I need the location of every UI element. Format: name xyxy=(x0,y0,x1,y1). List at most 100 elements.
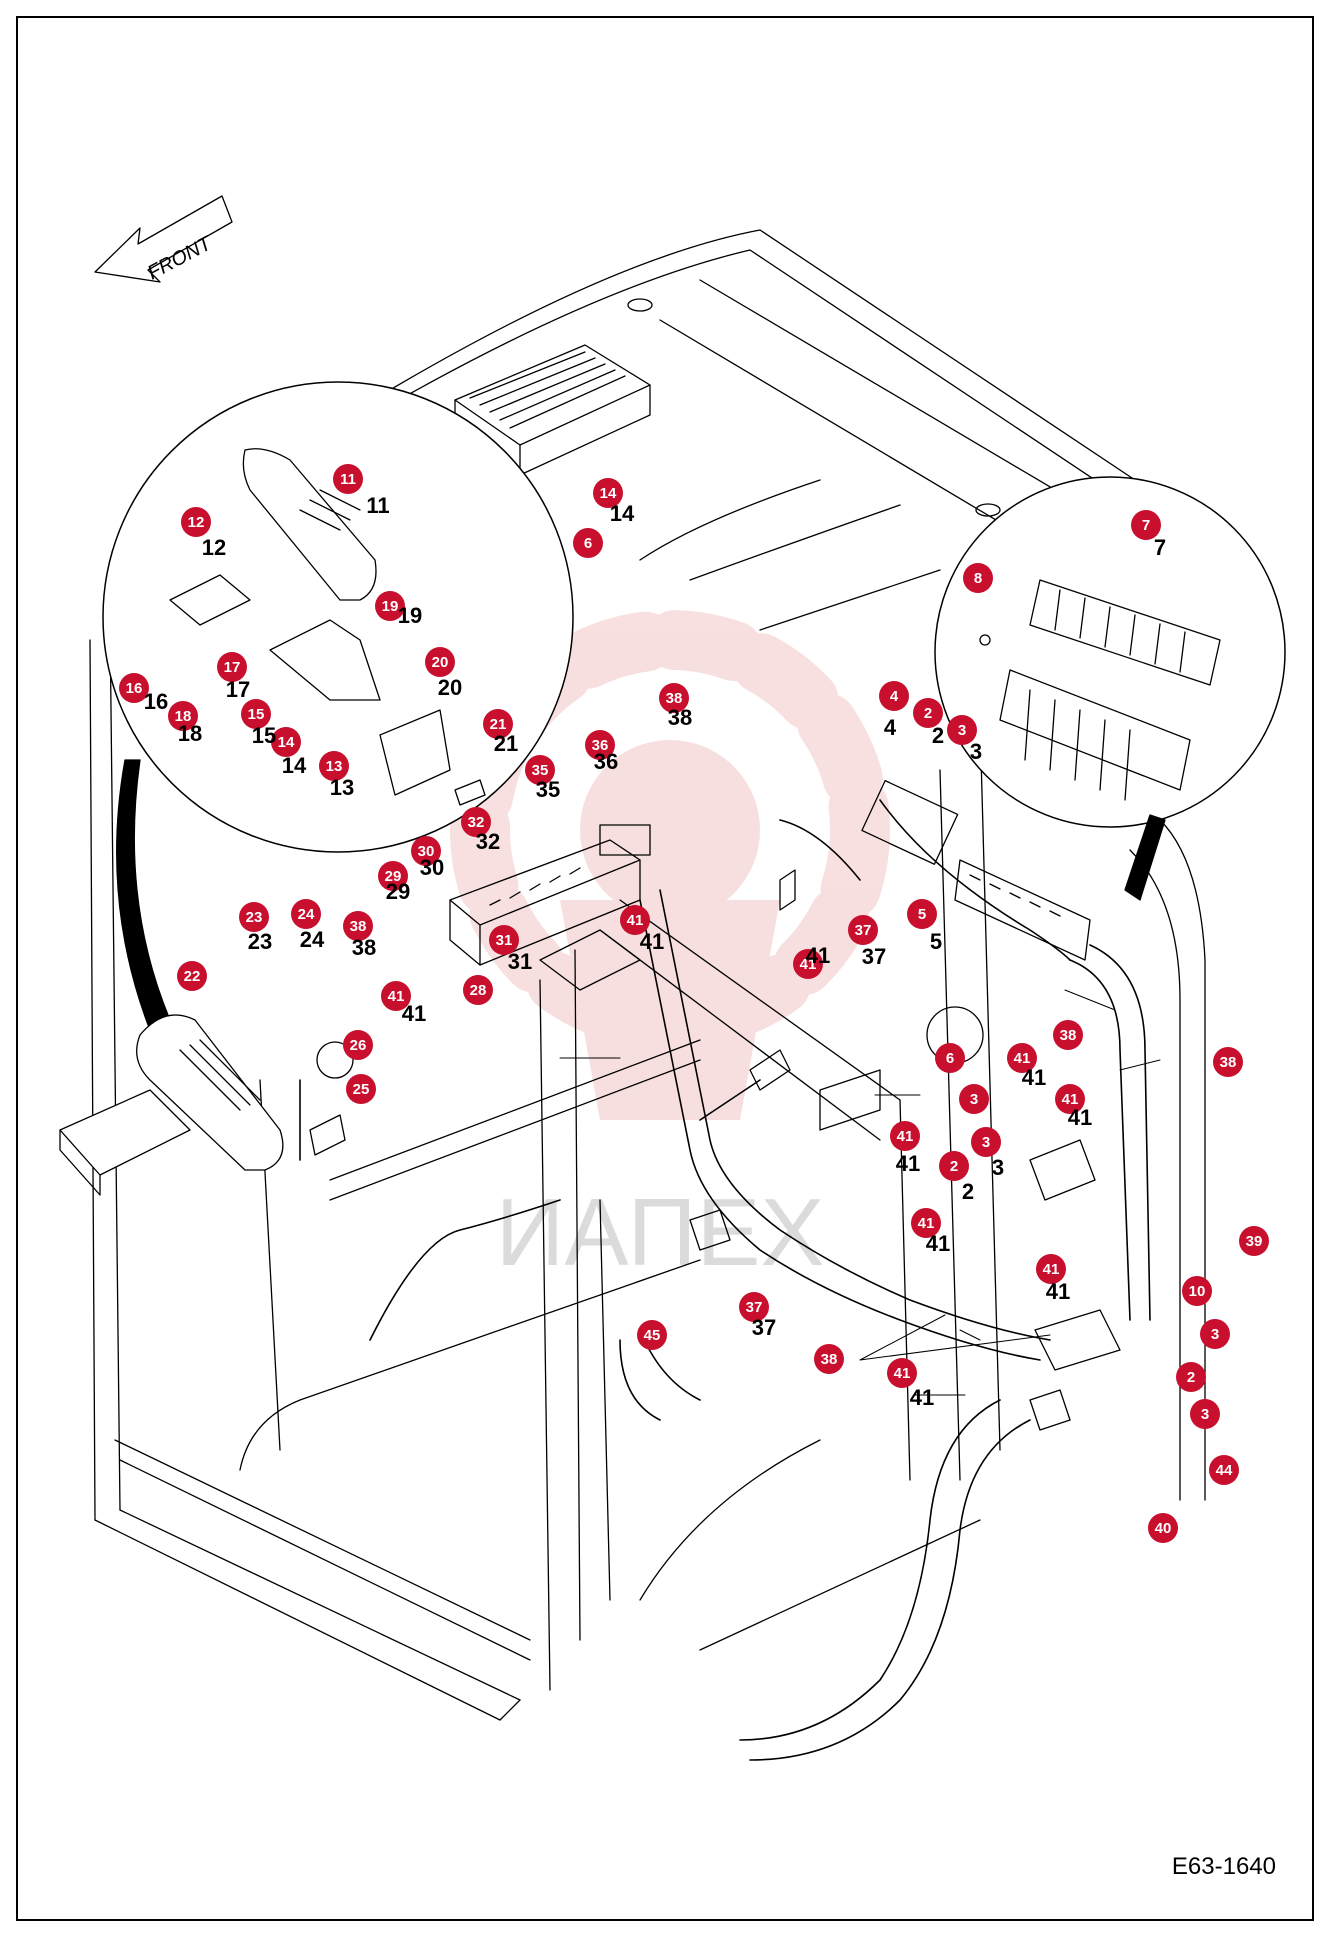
callout-badge-40: 40 xyxy=(1148,1513,1178,1543)
callout-badge-8: 8 xyxy=(963,563,993,593)
part-number-15: 15 xyxy=(251,723,277,748)
callout-badge-41: 41 xyxy=(381,981,411,1011)
callout-badge-3: 3 xyxy=(947,715,977,745)
central-fuse-rack xyxy=(449,824,651,991)
part-number-41: 41 xyxy=(639,929,665,954)
callout-badge-41: 41 xyxy=(1007,1043,1037,1073)
part-number-41: 41 xyxy=(805,943,831,968)
callout-badge-10: 10 xyxy=(1182,1276,1212,1306)
part-number-38: 38 xyxy=(667,705,693,730)
front-arrow-icon: FRONT xyxy=(94,195,233,284)
callout-badge-41: 41 xyxy=(890,1121,920,1151)
drawing-frame xyxy=(16,16,1314,1921)
part-number-18: 18 xyxy=(177,721,203,746)
callout-badge-16: 16 xyxy=(119,673,149,703)
callout-badge-37: 37 xyxy=(848,915,878,945)
callout-badge-11: 11 xyxy=(333,464,363,494)
part-number-2: 2 xyxy=(961,1179,975,1204)
callout-badge-14: 14 xyxy=(271,727,301,757)
part-number-36: 36 xyxy=(593,749,619,774)
drawing-code: E63-1640 xyxy=(1171,1853,1276,1880)
callout-badge-3: 3 xyxy=(959,1084,989,1114)
part-number-41: 41 xyxy=(925,1231,951,1256)
part-number-20: 20 xyxy=(437,675,463,700)
callout-badge-18: 18 xyxy=(168,701,198,731)
callout-badge-12: 12 xyxy=(181,507,211,537)
part-number-41: 41 xyxy=(1021,1065,1047,1090)
callout-badge-5: 5 xyxy=(907,899,937,929)
callout-badge-20: 20 xyxy=(425,647,455,677)
callout-badge-29: 29 xyxy=(378,861,408,891)
watermark-logo xyxy=(450,610,890,1120)
part-number-23: 23 xyxy=(247,929,273,954)
callout-badge-38: 38 xyxy=(1213,1047,1243,1077)
part-number-41: 41 xyxy=(1067,1105,1093,1130)
brackets xyxy=(309,869,1121,1431)
callout-badge-22: 22 xyxy=(177,961,207,991)
callout-badge-44: 44 xyxy=(1209,1455,1239,1485)
callout-badge-32: 32 xyxy=(461,807,491,837)
part-number-24: 24 xyxy=(299,927,325,952)
callout-badge-2: 2 xyxy=(913,698,943,728)
callout-badge-31: 31 xyxy=(489,925,519,955)
callout-badge-26: 26 xyxy=(343,1030,373,1060)
callout-badge-7: 7 xyxy=(1131,510,1161,540)
part-number-31: 31 xyxy=(507,949,533,974)
part-number-12: 12 xyxy=(201,535,227,560)
callout-badge-3: 3 xyxy=(1200,1319,1230,1349)
part-number-14: 14 xyxy=(281,753,307,778)
callout-badge-28: 28 xyxy=(463,975,493,1005)
callout-badge-37: 37 xyxy=(739,1292,769,1322)
part-number-3: 3 xyxy=(969,739,983,764)
callout-badge-19: 19 xyxy=(375,591,405,621)
part-number-29: 29 xyxy=(385,879,411,904)
relay-panel xyxy=(861,779,1091,1064)
callout-badge-17: 17 xyxy=(217,652,247,682)
part-number-30: 30 xyxy=(419,855,445,880)
part-number-11: 11 xyxy=(366,493,390,518)
callout-badge-30: 30 xyxy=(411,836,441,866)
part-number-4: 4 xyxy=(883,715,897,740)
callout-badge-41: 41 xyxy=(620,905,650,935)
callout-badge-36: 36 xyxy=(585,730,615,760)
cab-frame xyxy=(89,619,1206,1721)
callout-badge-21: 21 xyxy=(483,709,513,739)
watermark-text: ИАПЕХ xyxy=(495,1179,824,1286)
callout-badge-2: 2 xyxy=(939,1151,969,1181)
callout-badge-4: 4 xyxy=(879,681,909,711)
callout-badge-23: 23 xyxy=(239,902,269,932)
callout-badge-38: 38 xyxy=(343,911,373,941)
callout-badge-38: 38 xyxy=(1053,1020,1083,1050)
callout-badge-45: 45 xyxy=(637,1320,667,1350)
detail-circle-right xyxy=(934,476,1286,828)
part-number-7: 7 xyxy=(1153,535,1167,560)
callout-badge-41: 41 xyxy=(1036,1254,1066,1284)
callout-badge-3: 3 xyxy=(971,1127,1001,1157)
callout-badge-41: 41 xyxy=(911,1208,941,1238)
part-number-21: 21 xyxy=(493,731,519,756)
part-number-41: 41 xyxy=(401,1001,427,1026)
callout-badge-3: 3 xyxy=(1190,1399,1220,1429)
part-number-3: 3 xyxy=(991,1155,1005,1180)
part-number-2: 2 xyxy=(931,723,945,748)
detail-circle-left xyxy=(102,381,574,853)
part-number-17: 17 xyxy=(225,677,251,702)
part-number-19: 19 xyxy=(397,603,423,628)
display-unit xyxy=(59,1014,284,1196)
detail-arrow-right xyxy=(1124,814,1166,901)
part-number-32: 32 xyxy=(475,829,501,854)
part-number-35: 35 xyxy=(535,777,561,802)
callout-badge-41: 41 xyxy=(887,1358,917,1388)
callout-badge-38: 38 xyxy=(814,1344,844,1374)
part-number-41: 41 xyxy=(895,1151,921,1176)
callout-badge-6: 6 xyxy=(935,1043,965,1073)
part-number-41: 41 xyxy=(909,1385,935,1410)
part-number-14: 14 xyxy=(609,501,635,526)
callout-badge-15: 15 xyxy=(241,699,271,729)
callout-badge-13: 13 xyxy=(319,751,349,781)
part-number-16: 16 xyxy=(143,689,169,714)
callout-badge-35: 35 xyxy=(525,755,555,785)
part-number-13: 13 xyxy=(329,775,355,800)
callout-badge-25: 25 xyxy=(346,1074,376,1104)
